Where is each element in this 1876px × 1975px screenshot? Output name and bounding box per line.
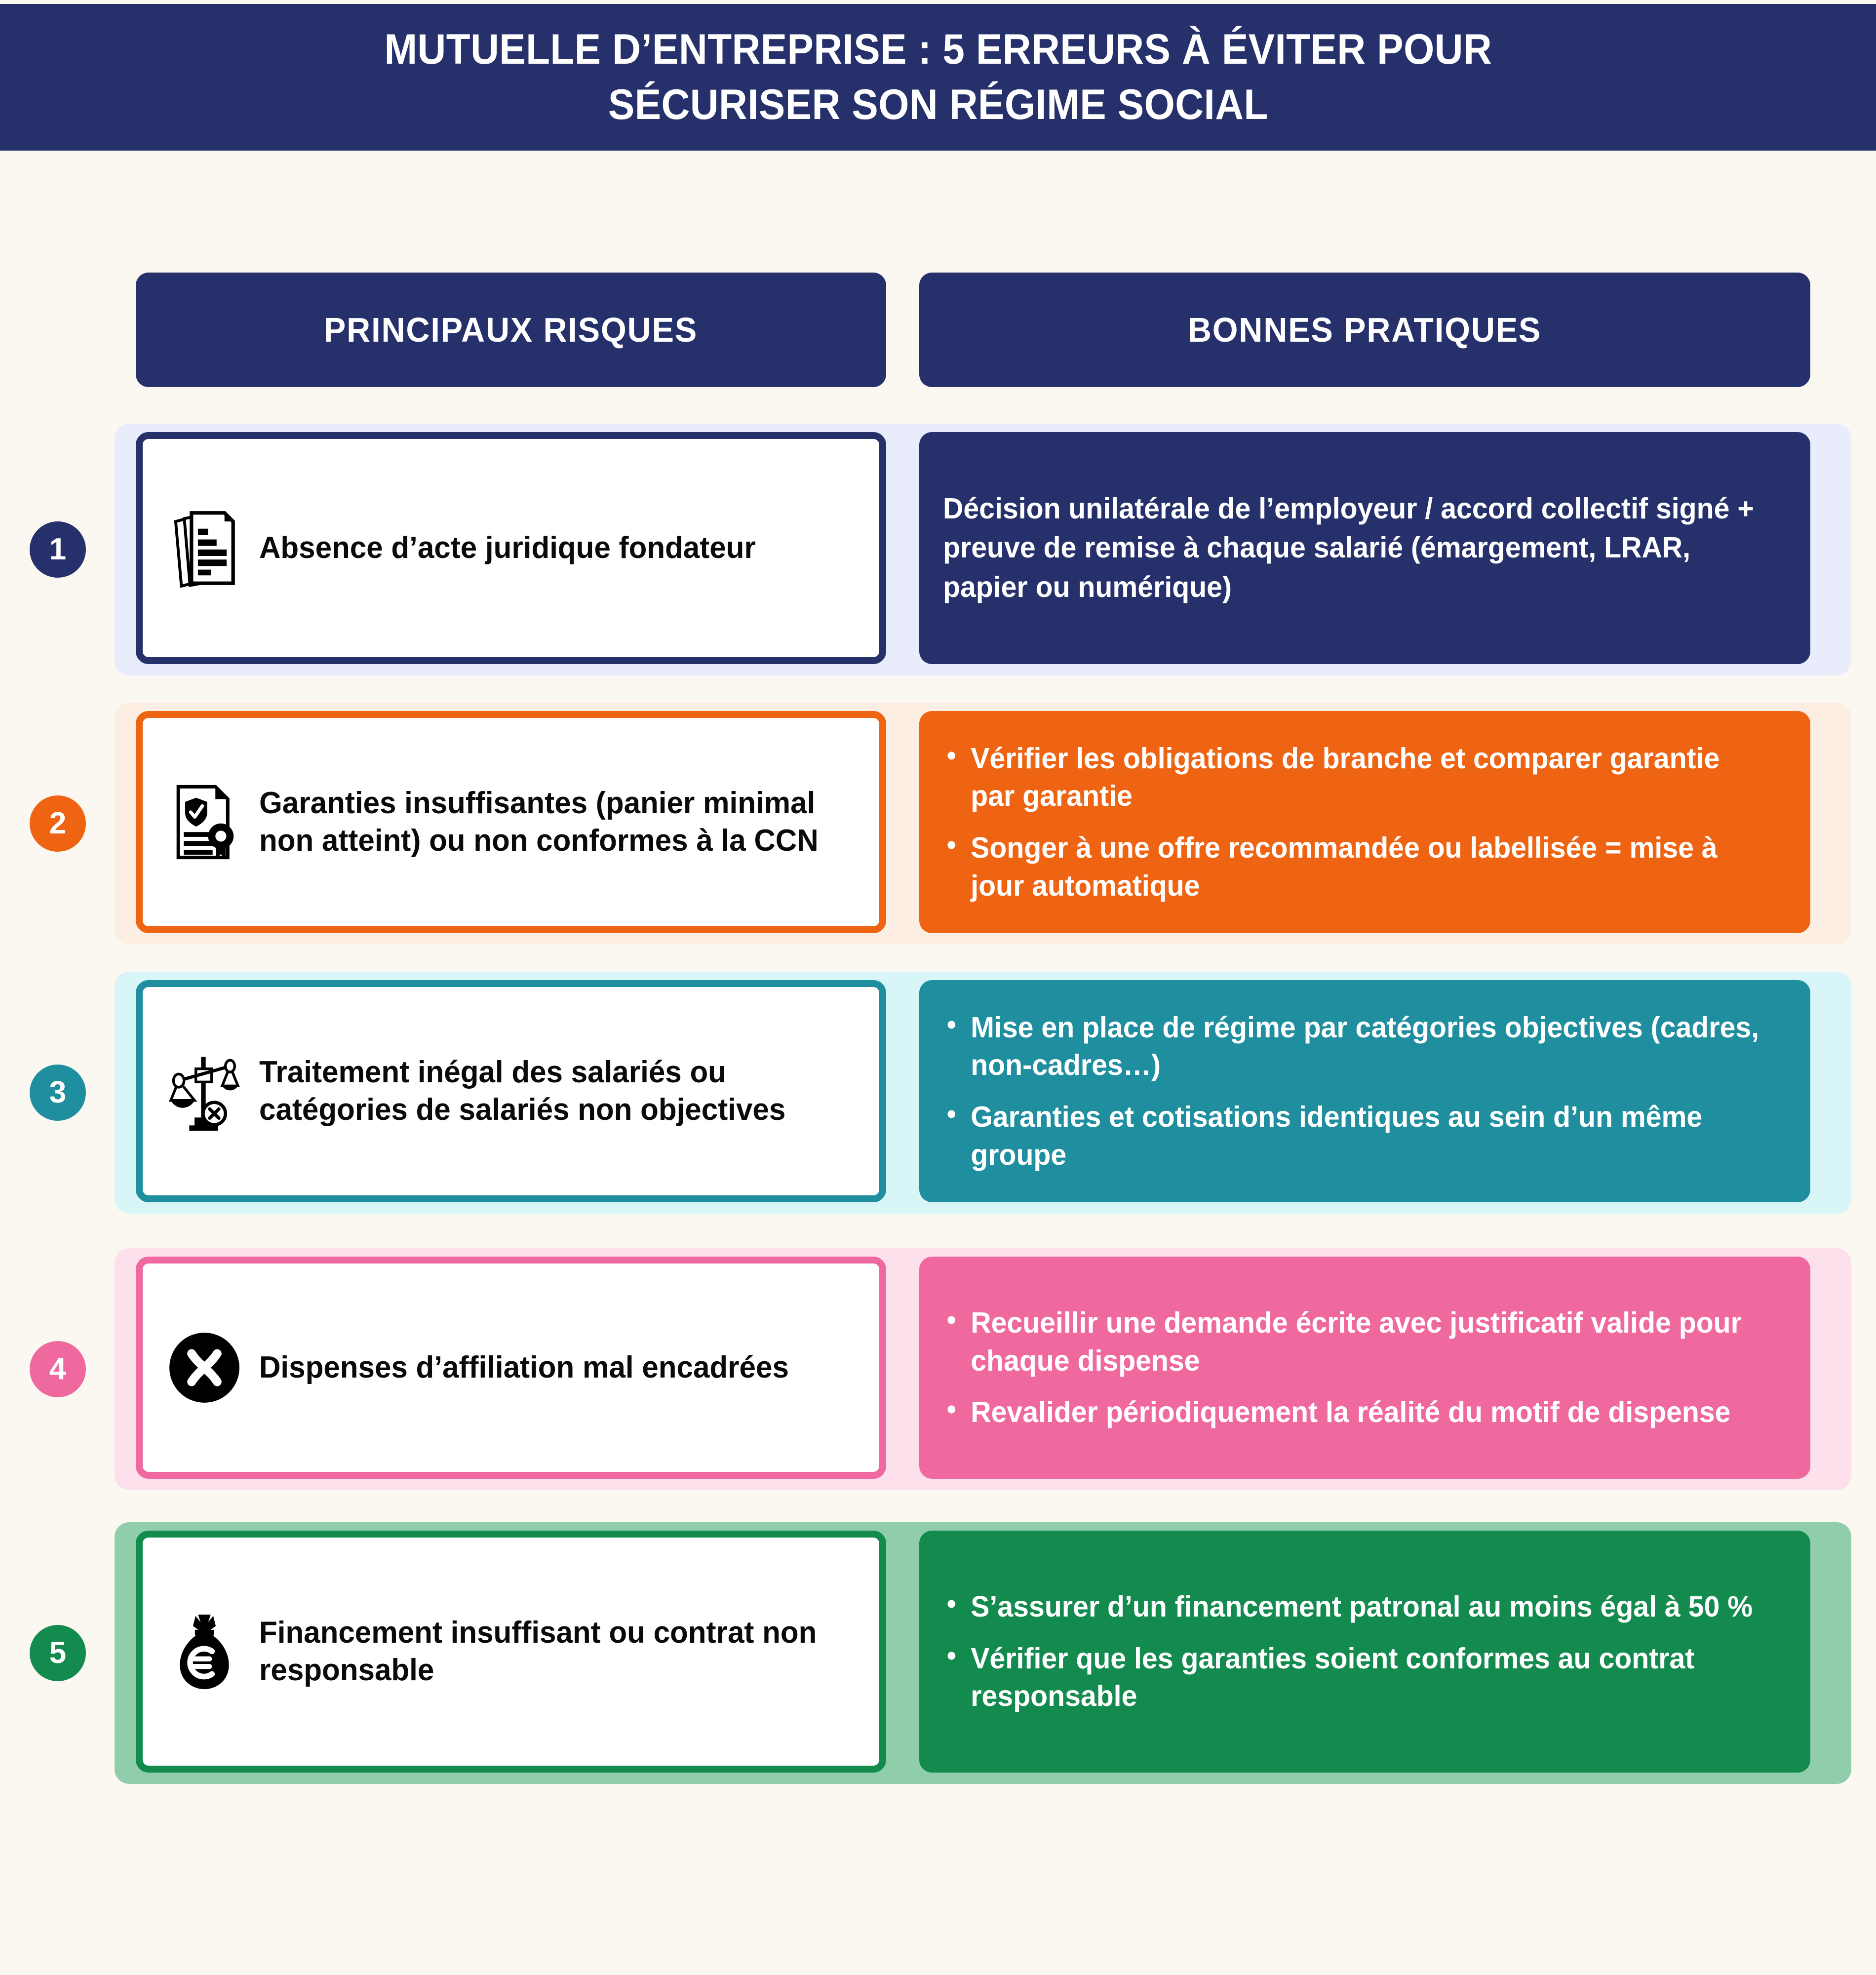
row-number-badge: 1 — [30, 521, 86, 578]
page-title-line-2: SÉCURISER SON RÉGIME SOCIAL — [608, 80, 1268, 128]
header-banner: MUTUELLE D’ENTREPRISE : 5 ERREURS À ÉVIT… — [0, 4, 1876, 151]
risk-label: Garanties insuffisantes (panier minimal … — [259, 786, 819, 858]
risk-row: 4 Dispenses d’affiliation mal encadréesR… — [0, 1248, 1876, 1490]
page-title: MUTUELLE D’ENTREPRISE : 5 ERREURS À ÉVIT… — [384, 22, 1492, 133]
risk-label: Absence d’acte juridique fondateur — [259, 531, 756, 565]
page-title-line-1: MUTUELLE D’ENTREPRISE : 5 ERREURS À ÉVIT… — [384, 25, 1492, 73]
row-number-badge: 2 — [30, 795, 86, 852]
risk-label: Traitement inégal des salariés ou catégo… — [259, 1055, 786, 1127]
best-practice-list-item: Vérifier que les garanties soient confor… — [943, 1638, 1761, 1715]
best-practice-panel: Mise en place de régime par catégories o… — [919, 980, 1810, 1202]
best-practice-panel: Décision unilatérale de l’employeur / ac… — [919, 432, 1810, 664]
row-number-badge: 5 — [30, 1625, 86, 1681]
circle-cross-icon — [167, 1328, 241, 1407]
risk-card: Absence d’acte juridique fondateur — [136, 432, 886, 664]
risk-row: 1 Absence d’acte juridique fondateur Déci… — [0, 424, 1876, 675]
risk-card: Dispenses d’affiliation mal encadrées — [136, 1257, 886, 1479]
column-header-risks: PRINCIPAUX RISQUES — [136, 273, 886, 387]
risk-card: Traitement inégal des salariés ou catégo… — [136, 980, 886, 1202]
risk-label: Financement insuffisant ou contrat non r… — [259, 1616, 817, 1687]
risk-row: 2 Garanties insuffisantes (panier minima… — [0, 703, 1876, 945]
best-practice-panel: S’assurer d’un financement patronal au m… — [919, 1531, 1810, 1773]
best-practice-list: Vérifier les obligations de branche et c… — [943, 738, 1787, 905]
best-practice-text: Décision unilatérale de l’employeur / ac… — [943, 492, 1754, 603]
best-practice-panel: Vérifier les obligations de branche et c… — [919, 711, 1810, 933]
row-number-badge: 3 — [30, 1065, 86, 1121]
risk-card: Garanties insuffisantes (panier minimal … — [136, 711, 886, 933]
risk-label: Dispenses d’affiliation mal encadrées — [259, 1350, 789, 1385]
row-number-badge: 4 — [30, 1341, 86, 1397]
best-practice-list-item: Garanties et cotisations identiques au s… — [943, 1096, 1761, 1174]
column-header-practices-label: BONNES PRATIQUES — [1188, 311, 1542, 349]
column-header-risks-label: PRINCIPAUX RISQUES — [324, 311, 698, 349]
best-practice-list: Mise en place de régime par catégories o… — [943, 1007, 1787, 1174]
stacked-documents-icon — [167, 509, 241, 588]
risk-row: 3 Traitement inégal des salariés ou caté… — [0, 972, 1876, 1214]
best-practice-list-item: S’assurer d’un financement patronal au m… — [943, 1586, 1761, 1626]
best-practice-list: S’assurer d’un financement patronal au m… — [943, 1586, 1787, 1715]
best-practice-panel: Recueillir une demande écrite avec justi… — [919, 1257, 1810, 1479]
unbalanced-scales-icon — [167, 1052, 241, 1131]
best-practice-list: Recueillir une demande écrite avec justi… — [943, 1302, 1787, 1431]
best-practice-list-item: Recueillir une demande écrite avec justi… — [943, 1302, 1761, 1380]
best-practice-list-item: Songer à une offre recommandée ou labell… — [943, 827, 1761, 905]
best-practice-list-item: Vérifier les obligations de branche et c… — [943, 738, 1761, 815]
certificate-shield-seal-icon — [167, 783, 241, 862]
best-practice-list-item: Revalider périodiquement la réalité du m… — [943, 1391, 1761, 1431]
best-practice-list-item: Mise en place de régime par catégories o… — [943, 1007, 1761, 1084]
risk-row: 5 Financement insuffisant ou contrat non… — [0, 1522, 1876, 1784]
money-bag-euro-icon — [167, 1612, 241, 1691]
risk-card: Financement insuffisant ou contrat non r… — [136, 1531, 886, 1773]
column-header-practices: BONNES PRATIQUES — [919, 273, 1810, 387]
